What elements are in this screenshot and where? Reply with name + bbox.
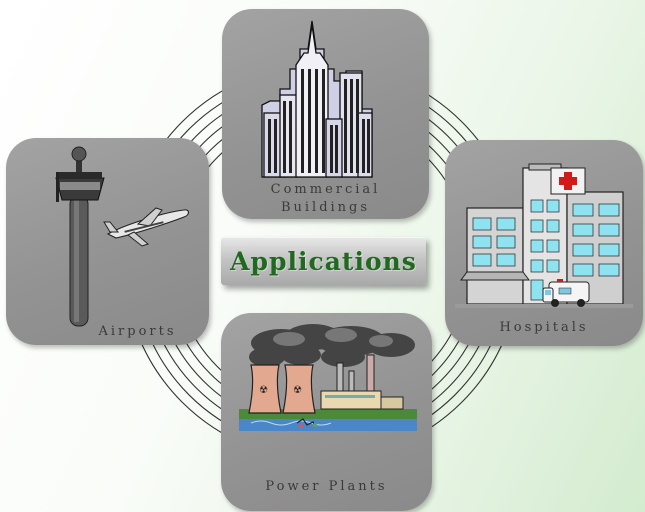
ambulance-icon bbox=[542, 279, 590, 307]
airports-panel: Airports bbox=[6, 138, 209, 345]
svg-text:☢: ☢ bbox=[293, 385, 302, 396]
power-plants-label: Power Plants bbox=[265, 479, 388, 494]
power-plants-panel: ☢ ☢ Power Plants bbox=[221, 313, 432, 511]
applications-title-box: Applications bbox=[221, 237, 426, 285]
airports-label: Airports bbox=[98, 324, 177, 339]
commercial-buildings-label-line1: Commercial bbox=[270, 182, 381, 197]
svg-text:☢: ☢ bbox=[259, 385, 268, 396]
hospitals-panel: Hospitals bbox=[445, 140, 643, 346]
commercial-buildings-panel: Commercial Buildings bbox=[222, 9, 429, 219]
hospitals-label: Hospitals bbox=[499, 320, 589, 335]
airplane-icon bbox=[103, 207, 190, 247]
skyscraper-icon bbox=[261, 20, 373, 178]
commercial-buildings-label-line2: Buildings bbox=[280, 200, 371, 215]
control-tower-icon bbox=[55, 146, 105, 327]
hospital-icon bbox=[455, 163, 633, 308]
power-plant-icon: ☢ ☢ bbox=[239, 324, 417, 431]
applications-title: Applications bbox=[230, 246, 417, 276]
